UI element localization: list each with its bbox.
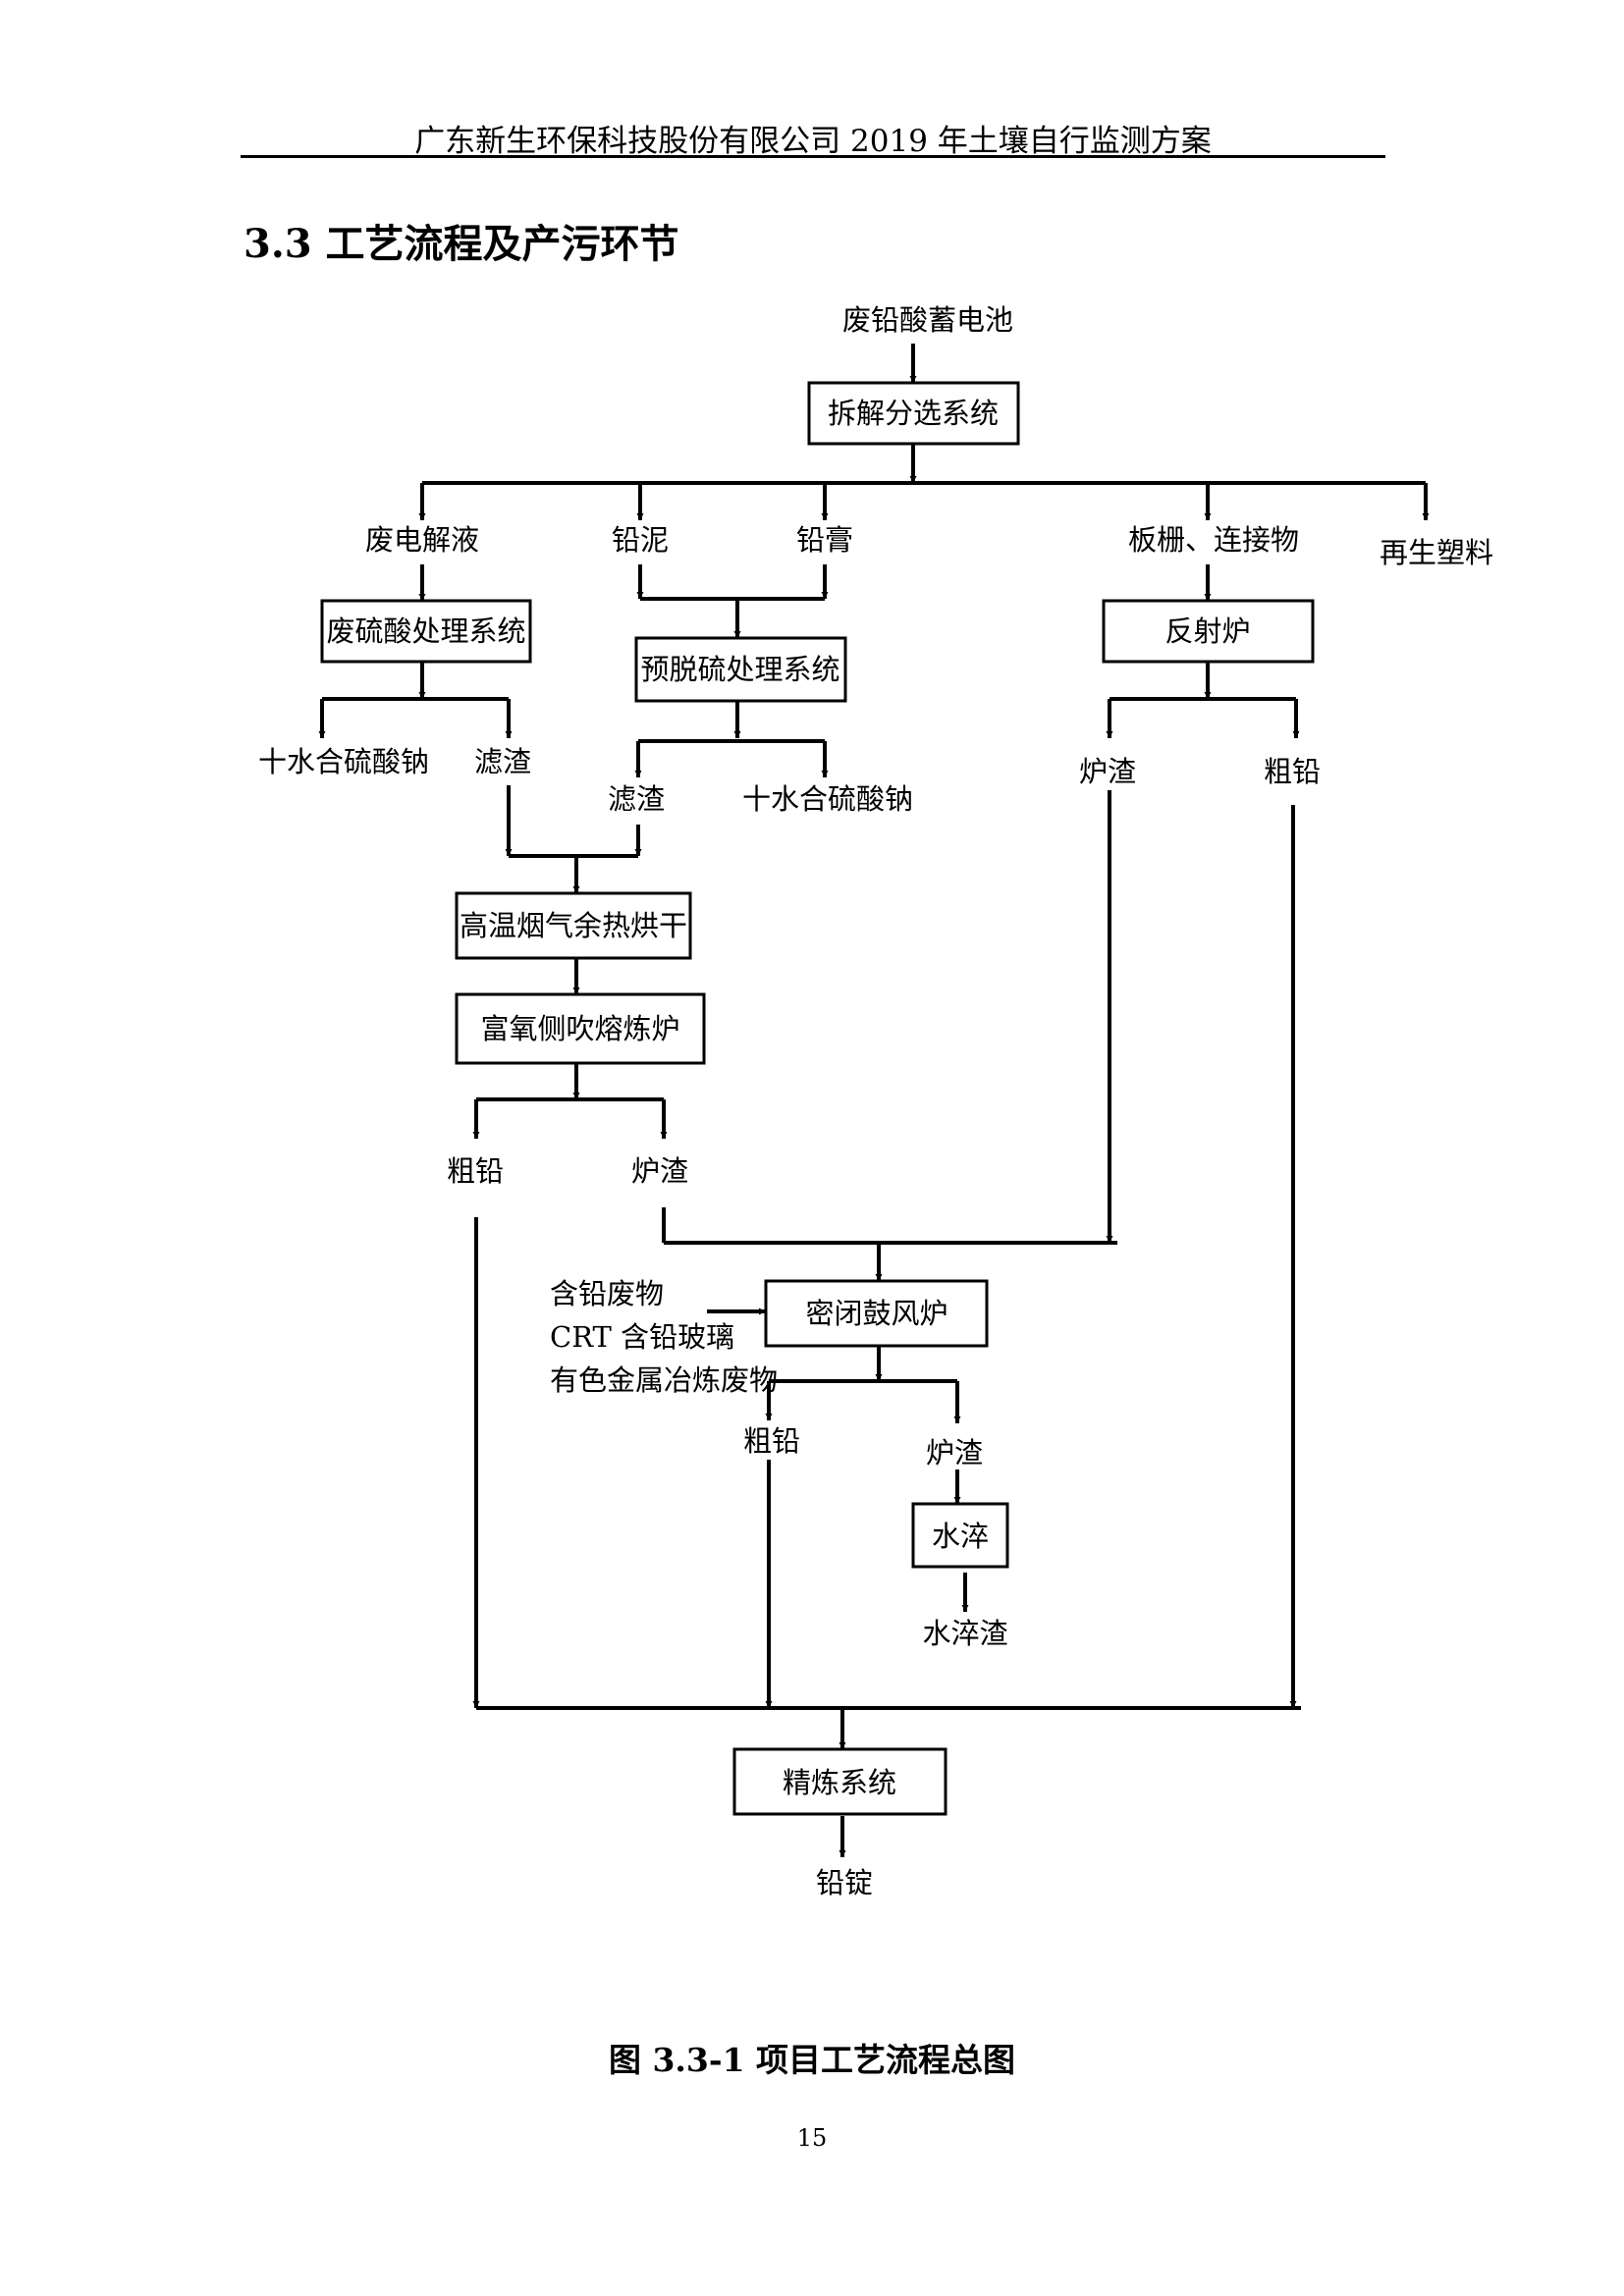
node-waste-acid-system: 废硫酸处理系统 <box>326 614 525 648</box>
page-number: 15 <box>796 2124 828 2152</box>
box-smelting <box>455 992 706 1065</box>
node-quench: 水淬 <box>932 1520 989 1553</box>
header-title: 广东新生环保科技股份有限公司 2019 年土壤自行监测方案 <box>414 124 1212 159</box>
node-lead-mud: 铅泥 <box>612 523 669 557</box>
node-sodium-sulfate-2: 十水合硫酸钠 <box>742 782 913 816</box>
node-recycled-plastic: 再生塑料 <box>1380 536 1493 569</box>
node-input-metal-waste: 有色金属冶炼废物 <box>550 1363 778 1397</box>
box-reverb <box>1102 599 1315 664</box>
node-reverb-furnace: 反射炉 <box>1164 614 1250 648</box>
node-input-crt-glass: CRT 含铅玻璃 <box>550 1320 734 1354</box>
node-furnace-slag-1: 炉渣 <box>1079 755 1136 788</box>
page-header: 广东新生环保科技股份有限公司 2019 年土壤自行监测方案 <box>241 106 1385 159</box>
flow-connectors <box>318 344 1430 1857</box>
box-dismantle <box>807 381 1020 446</box>
node-quench-slag: 水淬渣 <box>922 1617 1007 1650</box>
section-title: 3.3 工艺流程及产污环节 <box>244 221 679 267</box>
node-smelting: 富氧侧吹熔炼炉 <box>480 1012 679 1045</box>
node-crude-lead-1: 粗铅 <box>1264 755 1321 788</box>
node-furnace-slag-2: 炉渣 <box>631 1154 688 1188</box>
box-waste-acid <box>320 599 532 664</box>
node-crude-lead-2: 粗铅 <box>447 1154 504 1188</box>
box-desulfur <box>634 636 847 703</box>
node-desulfur-system: 预脱硫处理系统 <box>640 653 839 686</box>
node-sodium-sulfate-1: 十水合硫酸钠 <box>258 745 429 778</box>
node-furnace-slag-3: 炉渣 <box>926 1436 983 1469</box>
node-crude-lead-3: 粗铅 <box>743 1424 800 1458</box>
node-lead-paste: 铅膏 <box>796 523 853 557</box>
node-drying: 高温烟气余热烘干 <box>460 909 687 942</box>
node-ingot: 铅锭 <box>816 1866 873 1899</box>
figure-caption: 图 3.3-1 项目工艺流程总图 <box>608 2041 1016 2079</box>
node-refining: 精炼系统 <box>783 1766 896 1799</box>
node-input-lead-waste: 含铅废物 <box>550 1277 664 1310</box>
node-grid: 板栅、连接物 <box>1128 523 1299 557</box>
node-waste-battery: 废铅酸蓄电池 <box>842 303 1013 337</box>
box-drying <box>455 891 692 960</box>
box-quench <box>911 1502 1009 1569</box>
box-blast-furnace <box>764 1279 989 1348</box>
box-refining <box>732 1747 947 1816</box>
node-filter-residue-2: 滤渣 <box>608 782 665 816</box>
node-dismantle: 拆解分选系统 <box>828 397 999 430</box>
node-filter-residue-1: 滤渣 <box>474 745 531 778</box>
node-waste-electrolyte: 废电解液 <box>365 523 479 557</box>
node-blast-furnace: 密闭鼓风炉 <box>805 1297 947 1330</box>
